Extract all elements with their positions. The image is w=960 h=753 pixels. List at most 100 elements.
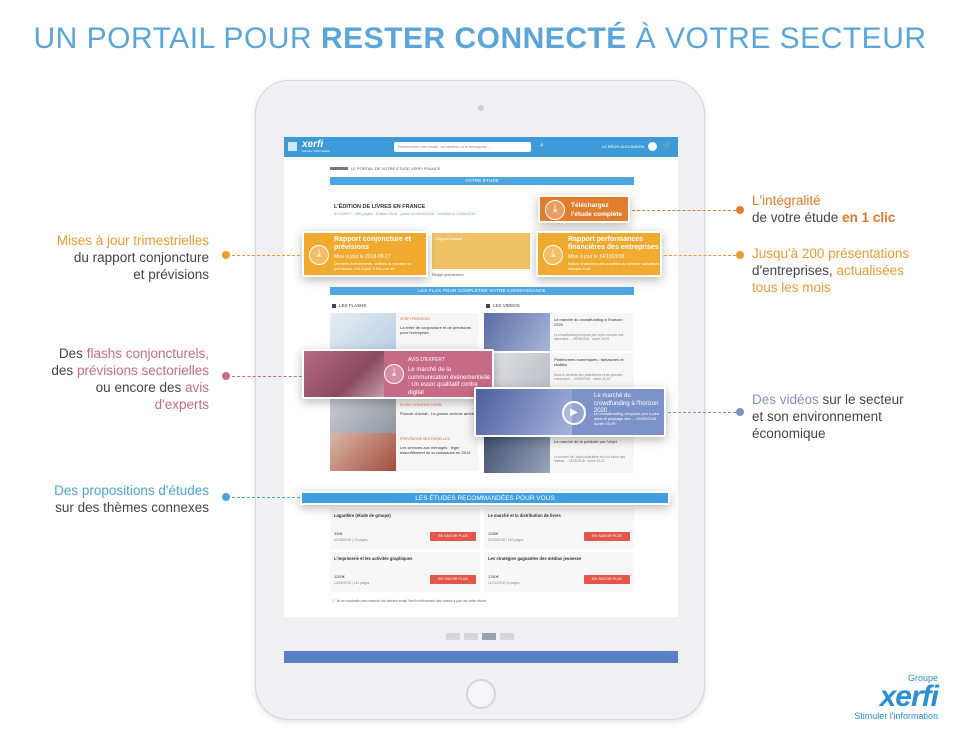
- reco-price: 1200€: [334, 575, 345, 579]
- title-part-1: UN PORTAIL POUR: [33, 22, 321, 55]
- user-icon[interactable]: [648, 142, 657, 151]
- callout-propositions: Des propositions d'études sur des thèmes…: [54, 483, 209, 515]
- flash-text: Le marché de la communication événementi…: [408, 367, 491, 396]
- download-full-study-button[interactable]: ⤓ Téléchargez l'étude complète: [538, 195, 630, 223]
- video-thumbnail: [484, 353, 550, 391]
- title-part-2: À VOTRE SECTEUR: [626, 22, 927, 55]
- search-icon[interactable]: ⌕: [540, 142, 544, 149]
- reco-card[interactable]: Le marché et la distribution de livres 1…: [484, 509, 634, 549]
- video-subtitle: Le crowdfunding s'impose peu à peu comme…: [554, 333, 624, 342]
- callout-dot: [736, 206, 744, 214]
- cart-icon[interactable]: 🛒: [662, 141, 672, 150]
- video-image: [476, 389, 572, 435]
- download-line-1: Téléchargez: [571, 202, 609, 209]
- callout-videos: Des vidéos sur le secteur et son environ…: [752, 392, 904, 441]
- rapport-performances-card[interactable]: ⤓ Rapport performances financières des e…: [536, 231, 662, 277]
- download-icon: ⤓: [384, 364, 404, 384]
- reco-price: 330€: [334, 532, 343, 536]
- payment-logo: [482, 633, 496, 640]
- home-button[interactable]: [466, 679, 496, 709]
- rapport-conjoncture-card[interactable]: ⤓ Rapport conjoncture et prévisions Mise…: [302, 231, 428, 277]
- performance-update: Mise à jour le 14/10/2018: [568, 254, 625, 260]
- flash-category: PRÉVISIONS SECTORIELLES: [400, 437, 451, 441]
- portal-label: LE PORTAIL DE VOTRE ÉTUDE XERFI FRANCE: [330, 166, 634, 172]
- payment-logo: [500, 633, 514, 640]
- performance-title: Rapport performances financières des ent…: [568, 236, 659, 252]
- play-icon[interactable]: ▶: [562, 401, 586, 425]
- reco-date: 02/03/2018 | 183 pages: [488, 538, 524, 542]
- callout-line: [664, 255, 736, 256]
- reco-title: Les stratégies gagnantes des médias jeun…: [488, 556, 582, 561]
- callout-dot: [736, 408, 744, 416]
- callout-line: [232, 255, 300, 256]
- rapport-note: Rédigé gratuitement: [432, 273, 464, 277]
- callout-mises-a-jour: Mises à jour trimestrielles du rapport c…: [56, 233, 209, 282]
- reco-card[interactable]: L'imprimerie et les activités graphiques…: [330, 552, 480, 592]
- en-savoir-plus-button[interactable]: EN SAVOIR PLUS: [584, 532, 630, 541]
- col-head-videos: LES VIDÉOS: [486, 303, 520, 308]
- conjoncture-title: Rapport conjoncture et prévisions: [334, 236, 412, 252]
- video-subtitle: Le marché de l'objet publicitaire est à …: [554, 455, 625, 464]
- download-icon: ⤓: [545, 200, 565, 220]
- etudes-recommandees-band: LES ÉTUDES RECOMMANDÉES POUR VOUS: [300, 491, 670, 505]
- flash-category: FLASH CONJONCTUREL: [400, 403, 443, 407]
- featured-video-card[interactable]: ▶ Le marché du crowdfunding à l'horizon …: [474, 387, 666, 437]
- en-savoir-plus-button[interactable]: EN SAVOIR PLUS: [430, 575, 476, 584]
- video-title: Le marché de la publicité par l'objet: [554, 439, 617, 444]
- video-item[interactable]: Plateformes numériques : fantasmes et ré…: [484, 353, 634, 391]
- flash-item[interactable]: PRÉVISIONS SECTORIELLES Les services aux…: [330, 433, 478, 471]
- video-thumbnail: [484, 313, 550, 351]
- reco-price: 1100€: [488, 532, 499, 536]
- callout-line: [232, 376, 302, 377]
- user-name[interactable]: LE BRUN ALEXANDRA: [602, 144, 645, 149]
- reco-price: 1750€: [488, 575, 499, 579]
- flash-image: [304, 351, 384, 397]
- video-item[interactable]: Le marché de la publicité par l'objet Le…: [484, 435, 634, 473]
- flash-thumbnail: [330, 313, 396, 351]
- callout-dot: [222, 372, 230, 380]
- video-subtitle: Le crowdfunding s'impose peu à peu dans …: [594, 411, 660, 426]
- callout-line: [668, 412, 736, 413]
- callout-dot: [736, 251, 744, 259]
- flash-text: Pouvoir d'achat : La grosse rechute arri…: [400, 411, 474, 416]
- video-title: Plateformes numériques : fantasmes et ré…: [554, 357, 624, 368]
- reco-card[interactable]: Les stratégies gagnantes des médias jeun…: [484, 552, 634, 592]
- payment-logo: [446, 633, 460, 640]
- band-votre-etude: VOTRE ÉTUDE: [330, 177, 634, 185]
- reco-card[interactable]: Lagardère (étude de groupe) 330€ 01/03/2…: [330, 509, 480, 549]
- flash-text: La lettre de conjoncture et de prévision…: [400, 325, 471, 336]
- callout-integralite: L'intégralité de votre étude en 1 clic: [752, 193, 896, 225]
- callout-line: [632, 210, 736, 211]
- callout-presentations: Jusqu'à 200 présentations d'entreprises,…: [752, 246, 910, 295]
- menu-icon[interactable]: [288, 142, 297, 151]
- flash-thumbnail: [330, 433, 396, 471]
- flash-item[interactable]: XERFI PREVIEUS La lettre de conjoncture …: [330, 313, 478, 351]
- conjoncture-desc: Derniers événements, chiffres du secteur…: [334, 261, 412, 271]
- video-title: Le marché du crowdfunding à l'horizon 20…: [554, 317, 623, 328]
- rapport-annuel-card[interactable]: Rapport annuel: [432, 233, 530, 269]
- col-head-flashs: LES FLASHS: [332, 303, 366, 308]
- callout-line: [232, 497, 300, 498]
- en-savoir-plus-button[interactable]: EN SAVOIR PLUS: [584, 575, 630, 584]
- flash-item[interactable]: FLASH CONJONCTUREL Pouvoir d'achat : La …: [330, 399, 478, 437]
- video-item[interactable]: Le marché du crowdfunding à l'horizon 20…: [484, 313, 634, 351]
- flash-thumbnail: [330, 399, 396, 437]
- en-savoir-plus-button[interactable]: EN SAVOIR PLUS: [430, 532, 476, 541]
- flash-text: Les services aux ménages : léger essouff…: [400, 445, 471, 456]
- search-input[interactable]: Recherchez une étude, un secteur, une en…: [394, 142, 531, 152]
- title-bold: RESTER CONNECTÉ: [320, 22, 627, 55]
- payment-logo: [464, 633, 478, 640]
- avis-expert-card[interactable]: ⤓ AVIS D'EXPERT Le marché de la communic…: [302, 349, 494, 399]
- callout-flashs: Des flashs conjoncturels, des prévisions…: [51, 346, 209, 412]
- flash-category: AVIS D'EXPERT: [408, 357, 445, 363]
- reco-date: 01/03/2018 | 76 pages: [334, 538, 368, 542]
- video-thumbnail: [484, 435, 550, 473]
- email-alert-checkbox[interactable]: ☐ Je ne souhaite pas recevoir les alerte…: [332, 599, 487, 603]
- reco-date: 11/01/2018 | 6 pages: [488, 581, 520, 585]
- download-icon: ⤓: [543, 245, 563, 265]
- reco-title: Lagardère (étude de groupe): [334, 513, 391, 518]
- footer-band: [284, 651, 678, 663]
- study-title: L'ÉDITION DE LIVRES EN FRANCE: [334, 204, 426, 210]
